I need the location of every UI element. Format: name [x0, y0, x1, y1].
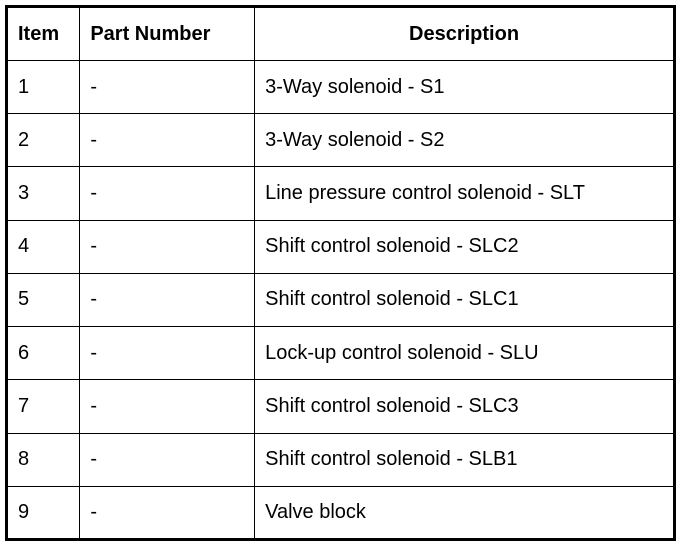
cell-description: Valve block [254, 485, 675, 541]
cell-item: 6 [5, 326, 81, 381]
cell-item: 9 [5, 485, 81, 541]
cell-part-number: - [79, 113, 256, 168]
cell-description: 3-Way solenoid - S2 [254, 113, 675, 168]
table-row: 2 - 3-Way solenoid - S2 [5, 113, 675, 168]
cell-item: 5 [5, 272, 81, 328]
cell-description: Shift control solenoid - SLC2 [254, 219, 675, 274]
table-row: 3 - Line pressure control solenoid - SLT [5, 166, 675, 221]
cell-part-number: - [79, 59, 256, 115]
table-row: 6 - Lock-up control solenoid - SLU [5, 326, 675, 381]
parts-legend-table: Item Part Number Description 1 - 3-Way s… [5, 5, 676, 541]
cell-part-number: - [79, 432, 256, 487]
cell-item: 1 [5, 59, 81, 115]
cell-description: Shift control solenoid - SLC3 [254, 379, 675, 434]
cell-part-number: - [79, 166, 256, 221]
table-row: 5 - Shift control solenoid - SLC1 [5, 272, 675, 328]
table-row: 1 - 3-Way solenoid - S1 [5, 59, 675, 115]
cell-part-number: - [79, 485, 256, 541]
table-row: 7 - Shift control solenoid - SLC3 [5, 379, 675, 434]
cell-description: Shift control solenoid - SLB1 [254, 432, 675, 487]
cell-part-number: - [79, 219, 256, 274]
table-row: 8 - Shift control solenoid - SLB1 [5, 432, 675, 487]
cell-description: Lock-up control solenoid - SLU [254, 326, 675, 381]
cell-part-number: - [79, 379, 256, 434]
cell-description: Shift control solenoid - SLC1 [254, 272, 675, 328]
table-header-row: Item Part Number Description [5, 6, 675, 61]
column-header-item: Item [5, 6, 81, 61]
column-header-part-number: Part Number [79, 6, 256, 61]
parts-table-container: Item Part Number Description 1 - 3-Way s… [5, 5, 676, 541]
cell-item: 8 [5, 432, 81, 487]
table-body: 1 - 3-Way solenoid - S1 2 - 3-Way soleno… [5, 59, 675, 541]
column-header-description: Description [254, 6, 675, 61]
table-row: 4 - Shift control solenoid - SLC2 [5, 219, 675, 274]
cell-item: 4 [5, 219, 81, 274]
table-header: Item Part Number Description [5, 6, 675, 61]
cell-item: 7 [5, 379, 81, 434]
cell-item: 3 [5, 166, 81, 221]
cell-item: 2 [5, 113, 81, 168]
cell-description: 3-Way solenoid - S1 [254, 59, 675, 115]
table-row: 9 - Valve block [5, 485, 675, 541]
cell-part-number: - [79, 272, 256, 328]
cell-description: Line pressure control solenoid - SLT [254, 166, 675, 221]
cell-part-number: - [79, 326, 256, 381]
